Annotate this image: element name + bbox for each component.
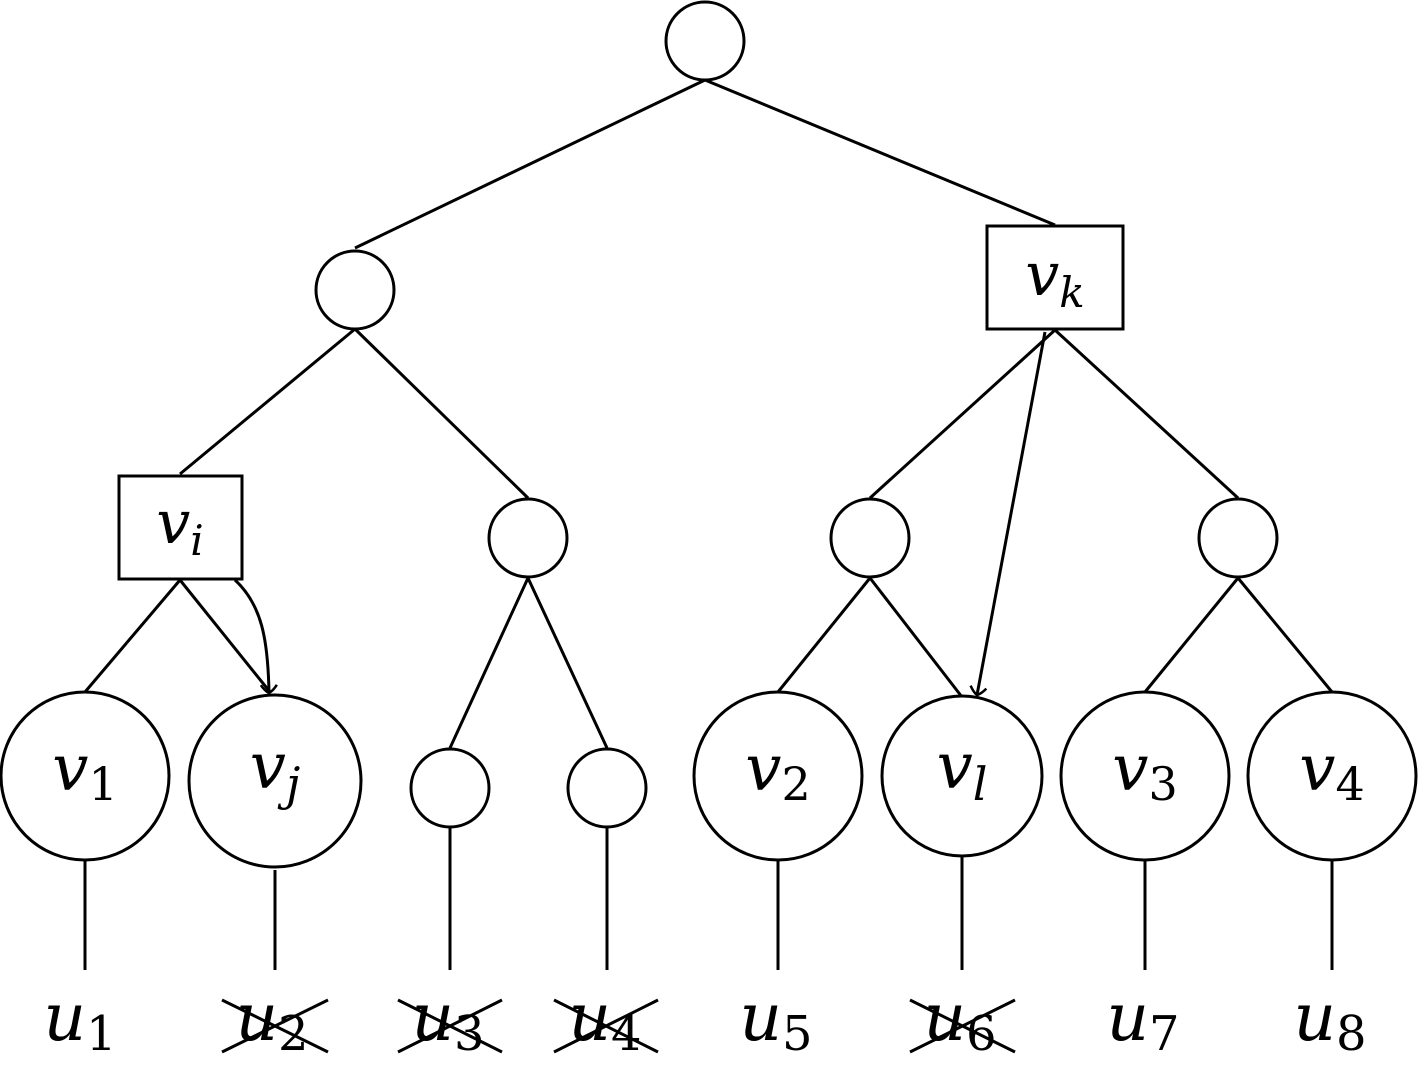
edge-mid2-v4 <box>1236 577 1334 693</box>
leaf-u2: u2 <box>235 979 308 1062</box>
leaf-u7: u7 <box>1106 979 1179 1062</box>
node-vj: vj <box>187 693 363 869</box>
svg-text:vk: vk <box>1025 240 1084 317</box>
node-vk: vk <box>985 224 1125 331</box>
node-v1-base: v <box>52 732 88 806</box>
edge-vk-mid2 <box>1053 328 1240 500</box>
node-v1-sub: 1 <box>88 757 117 811</box>
node-vl-base: v <box>937 730 973 804</box>
edge-mid-u3 <box>448 577 530 749</box>
edge-root-left <box>354 78 706 250</box>
right-internal-node-2 <box>1197 497 1279 579</box>
leaf-labels: u1 u2 u3 u4 u5 u6 u7 u8 <box>43 979 1366 1062</box>
leaf-u3: u3 <box>411 979 484 1062</box>
node-v3-base: v <box>1112 732 1148 806</box>
edge-mid1-v2 <box>776 577 872 693</box>
svg-text:vj: vj <box>250 730 300 811</box>
cross-u2 <box>221 998 329 1054</box>
edge-mid-u4 <box>526 577 609 749</box>
right-internal-node-1 <box>829 497 911 579</box>
node-v3-sub: 3 <box>1148 757 1177 811</box>
edge-vi-v1 <box>83 579 182 693</box>
cross-u6 <box>909 998 1016 1054</box>
cross-u4 <box>553 998 659 1054</box>
node-vj-base: v <box>250 730 286 804</box>
root-node <box>664 0 746 82</box>
edge-mid2-v3 <box>1143 577 1240 693</box>
node-vi-sub: i <box>190 516 203 565</box>
node-vk-sub: k <box>1059 268 1084 317</box>
leaf-u5: u5 <box>739 979 812 1062</box>
node-v4: v4 <box>1246 690 1418 862</box>
leaf-u8: u8 <box>1293 979 1366 1062</box>
svg-text:v1: v1 <box>52 732 117 811</box>
edges <box>83 78 1334 970</box>
node-vi: vi <box>117 474 244 581</box>
node-vl-sub: l <box>973 757 988 811</box>
svg-text:vi: vi <box>156 488 203 565</box>
node-v2-base: v <box>745 732 781 806</box>
svg-text:v4: v4 <box>1299 732 1364 811</box>
arrow-vk-to-vl <box>969 331 1047 697</box>
edge-mid1-vl <box>868 577 964 698</box>
edge-left-vi <box>179 327 356 476</box>
node-v4-sub: 4 <box>1335 757 1364 811</box>
edge-left-right <box>353 327 530 500</box>
mid-internal-node <box>487 497 569 579</box>
node-v3: v3 <box>1059 690 1231 862</box>
svg-text:v2: v2 <box>745 732 810 811</box>
edge-root-vk <box>704 78 1056 227</box>
node-vi-base: v <box>156 488 190 558</box>
node-v2: v2 <box>692 690 864 862</box>
cross-marks <box>221 998 1016 1054</box>
arrow-vi-to-vj <box>233 578 278 695</box>
cross-u3 <box>397 998 503 1054</box>
node-vl: vl <box>880 694 1044 858</box>
node-v4-base: v <box>1299 732 1335 806</box>
svg-text:vl: vl <box>937 730 988 811</box>
left-internal-node <box>314 249 396 331</box>
edge-vk-mid1 <box>868 328 1057 500</box>
small-node-u4 <box>566 747 648 829</box>
small-node-u3 <box>409 747 491 829</box>
node-v1: v1 <box>0 690 171 862</box>
svg-text:v3: v3 <box>1112 732 1177 811</box>
leaf-u6: u6 <box>923 979 996 1062</box>
node-v2-sub: 2 <box>781 757 810 811</box>
edge-vi-vj <box>178 579 272 693</box>
leaf-u4: u4 <box>568 979 641 1062</box>
leaf-u1: u1 <box>43 979 116 1062</box>
node-vk-base: v <box>1025 240 1059 310</box>
